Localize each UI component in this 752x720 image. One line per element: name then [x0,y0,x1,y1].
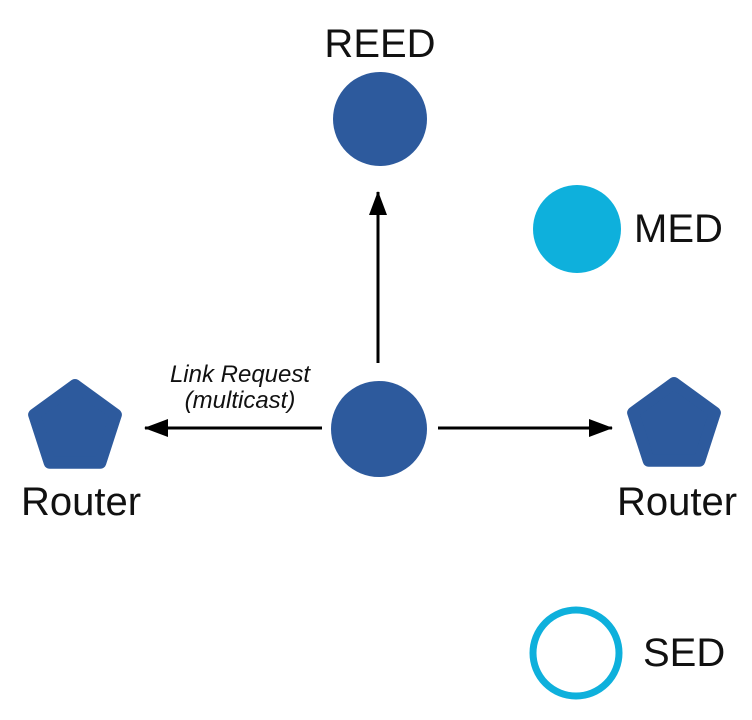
router-right-pentagon [627,377,721,467]
sed-node-label: SED [643,631,726,675]
reed-node-label: REED [324,22,436,66]
router-left-pentagon [28,379,122,469]
sed-node-circle [529,606,623,700]
link-request-line1: Link Request [169,361,311,388]
med-node-circle [533,185,621,273]
router-left-label: Router [20,480,142,524]
router-right-label: Router [616,480,738,524]
med-node-label: MED [634,207,723,251]
center-node-circle [331,381,427,477]
reed-node-circle [333,72,427,166]
link-request-line2: (multicast) [184,387,296,414]
link-request-annotation: Link Request (multicast) [130,362,350,414]
